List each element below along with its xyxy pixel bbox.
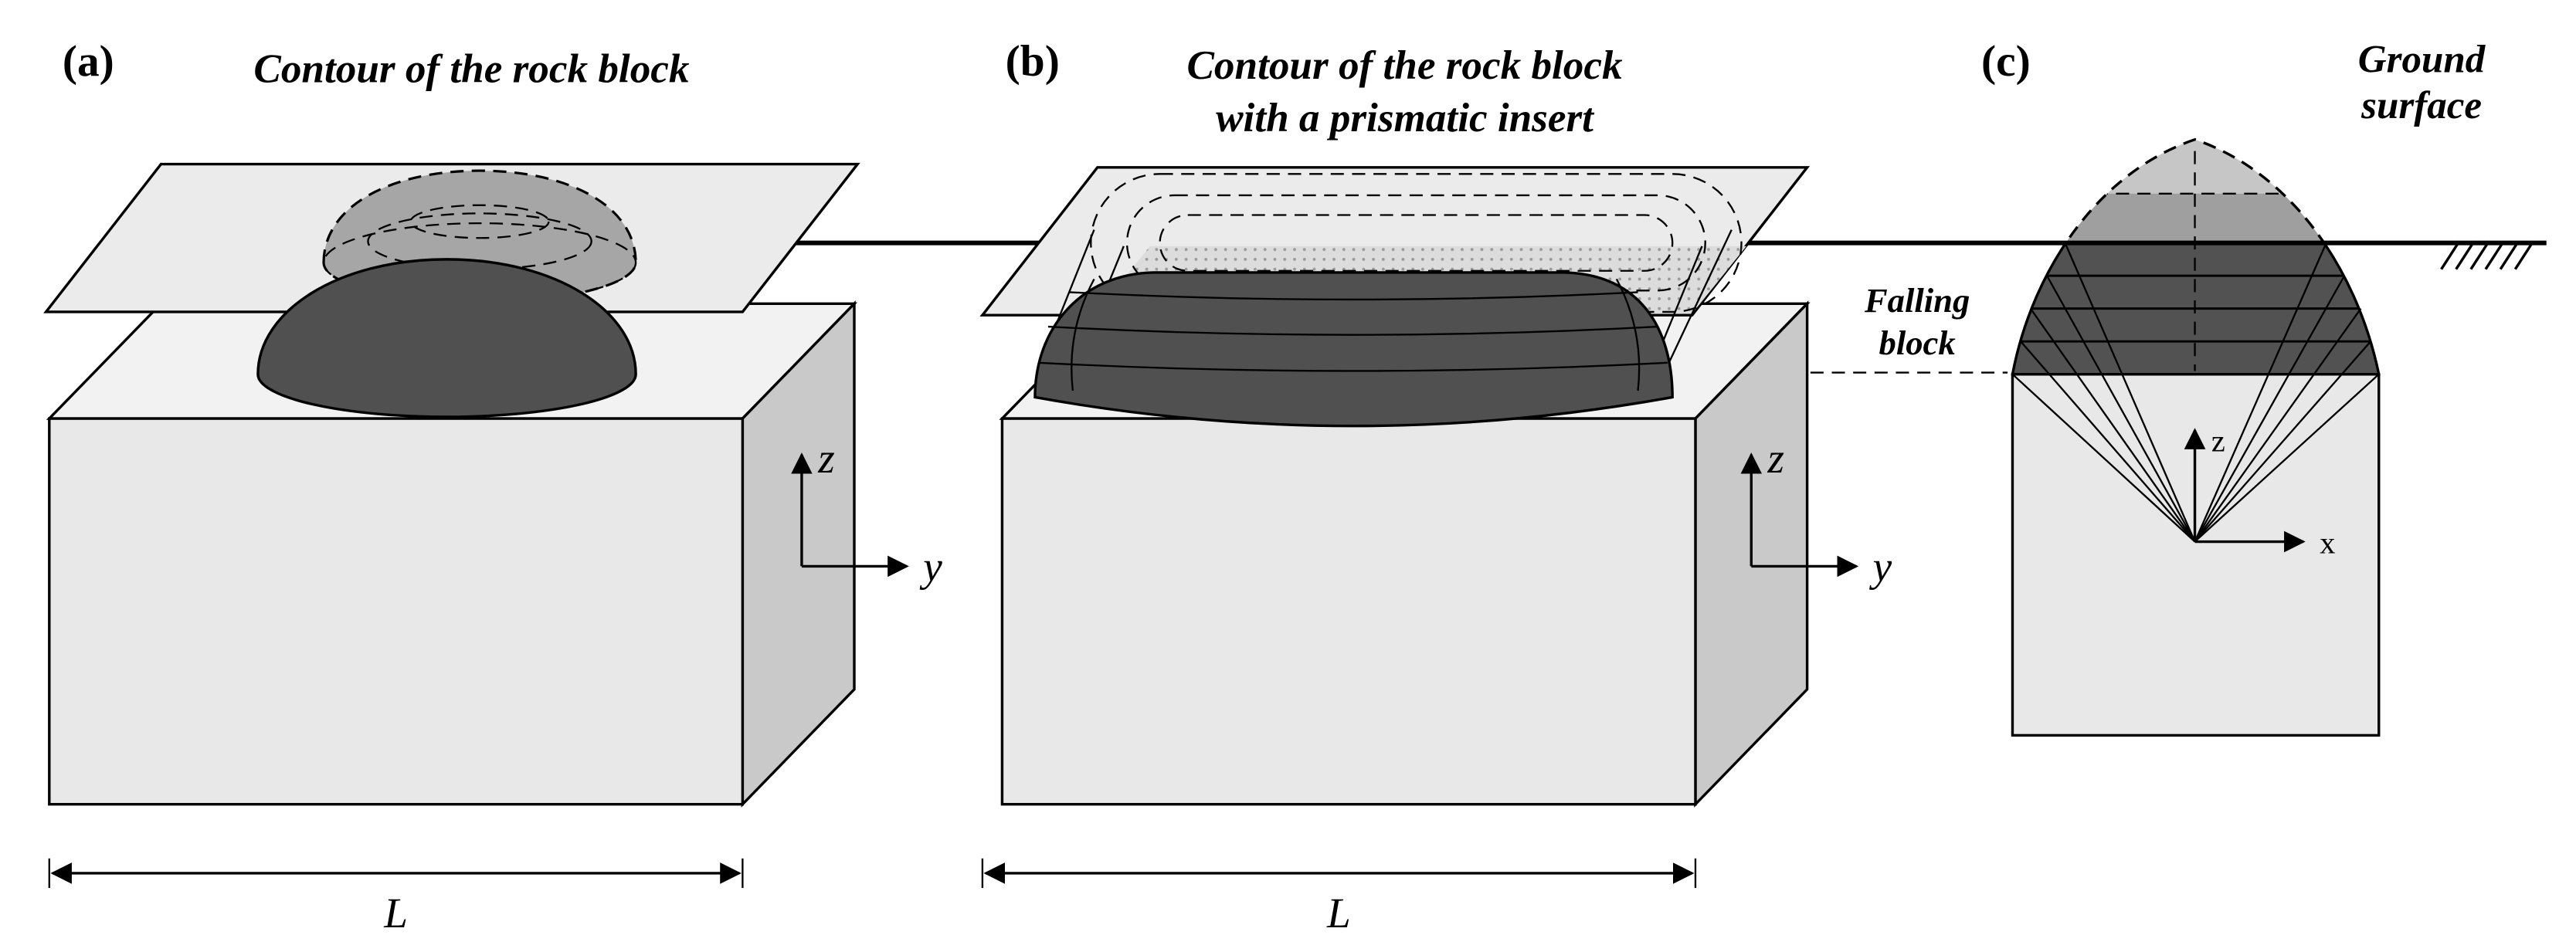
axes-c: z x xyxy=(2184,424,2335,560)
panel-a-label: (a) xyxy=(63,37,114,86)
panel-c xyxy=(1810,137,2381,737)
fan-line xyxy=(2194,373,2380,543)
dimension-label-b: L xyxy=(1326,889,1351,937)
panel-b-title-line2: with a prismatic insert xyxy=(1216,96,1595,141)
ground-surface-label-line2: surface xyxy=(2360,84,2482,127)
arch-outline-dashed xyxy=(2064,137,2326,243)
contour-ellipse-a-inner xyxy=(409,204,550,239)
fan-line xyxy=(2046,275,2196,543)
axes-b: z y xyxy=(1740,435,1892,591)
fan-line xyxy=(2194,307,2362,543)
loaf-end-arc-left xyxy=(1071,278,1095,391)
loaf-contour-line-1 xyxy=(1069,291,1638,301)
dimension-b: L xyxy=(981,858,1697,937)
panel-a-title: Contour of the rock block xyxy=(253,46,689,91)
fan-line xyxy=(2194,242,2327,543)
panel-b: z y L (b) Contour of the rock block with… xyxy=(979,37,1892,937)
box-a-front-face xyxy=(48,417,745,806)
dimension-label-a: L xyxy=(383,889,408,937)
slice-fan xyxy=(2011,242,2380,543)
panel-a: z y L (a) Contour of the rock block xyxy=(43,37,942,937)
arch-outline-solid xyxy=(2011,242,2381,376)
rock-dome-b xyxy=(1033,271,1674,428)
axes-a: z y xyxy=(791,435,942,591)
falling-block-label-line1: Falling xyxy=(1864,281,1970,320)
fan-line xyxy=(2194,275,2346,543)
axis-y-label-b: y xyxy=(1869,544,1892,591)
loaf-end-arc-right xyxy=(1615,278,1641,391)
axis-z-label-a: z xyxy=(817,435,835,482)
rock-dome-a xyxy=(256,258,637,418)
insert-contour-mid xyxy=(1125,194,1706,292)
dimension-a: L xyxy=(48,858,744,937)
fan-line xyxy=(2020,340,2196,543)
fan-line xyxy=(2011,373,2196,543)
falling-block-label-line2: block xyxy=(1879,324,1956,362)
box-b-front-face xyxy=(1000,417,1697,806)
axis-z-label-b: z xyxy=(1767,435,1785,482)
insert-contour-inner xyxy=(1159,214,1674,272)
panel-c-label: (c) xyxy=(1981,37,2031,86)
ground-hatch-icon xyxy=(2440,240,2535,270)
loaf-contour-line-3 xyxy=(1038,361,1668,372)
axis-y-label-a: y xyxy=(919,544,942,591)
fan-line xyxy=(2194,340,2372,543)
falling-block-upper-band xyxy=(2012,193,2379,243)
panel-b-title-line1: Contour of the rock block xyxy=(1186,43,1622,88)
axis-z-label-c: z xyxy=(2211,424,2225,459)
loaf-contour-line-2 xyxy=(1047,325,1658,336)
panel-b-label: (b) xyxy=(1006,37,1060,86)
axis-x-label-c: x xyxy=(2320,525,2335,560)
fan-line xyxy=(2029,307,2196,543)
insert-edge-line-right-1 xyxy=(1665,229,1733,370)
contour-ellipse-a-outer xyxy=(322,222,637,303)
ground-surface-label-line1: Ground xyxy=(2358,39,2486,82)
fan-line xyxy=(2064,242,2196,543)
